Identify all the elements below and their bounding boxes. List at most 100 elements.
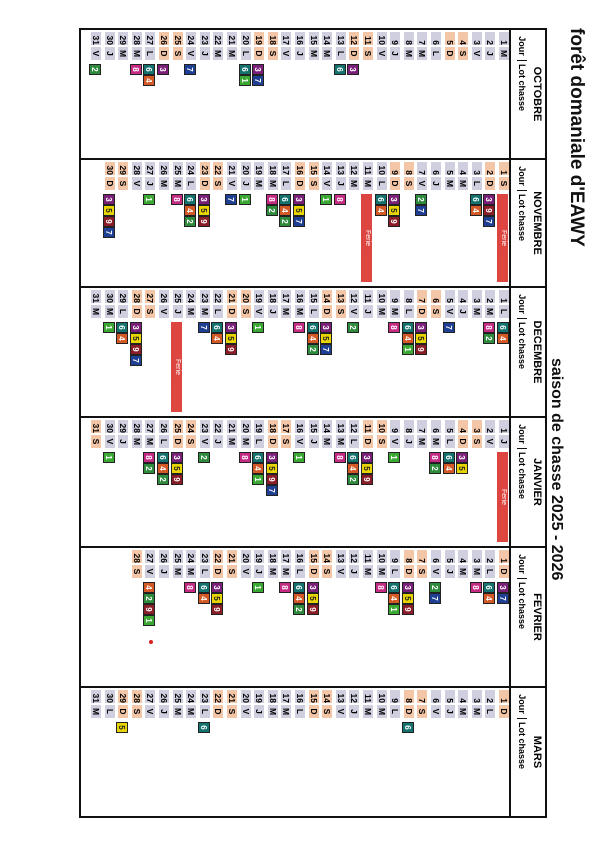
lot-list: 7 <box>197 322 210 333</box>
day-letter: V <box>281 47 292 60</box>
day-letter: J <box>485 47 496 60</box>
day-letter: L <box>159 435 169 448</box>
lot-badge: 1 <box>401 344 414 355</box>
day-letter: S <box>403 177 414 190</box>
day-number: 24 <box>186 690 197 703</box>
column-lot-label: Lot chasse <box>517 582 527 630</box>
day-number: 27 <box>145 550 156 563</box>
day-number: 2 <box>485 32 496 45</box>
day-letter: M <box>458 565 469 578</box>
lot-badge: 8 <box>333 194 346 205</box>
day-number: 18 <box>267 550 278 563</box>
lot-badge: 1 <box>388 604 401 615</box>
lot-badge: 8 <box>238 452 251 463</box>
lot-list: 5 <box>116 722 129 733</box>
day-number: 21 <box>227 420 237 433</box>
lot-badge: 8 <box>293 322 305 333</box>
lot-badge: 9 <box>306 604 319 615</box>
day-letter: M <box>172 565 183 578</box>
day-number: 4 <box>458 162 469 175</box>
day-letter: M <box>186 705 197 718</box>
day-letter: L <box>471 177 482 190</box>
day-letter: L <box>335 47 346 60</box>
day-number: 3 <box>471 290 482 303</box>
lot-badge: 3 <box>197 194 210 205</box>
day-number: 23 <box>199 550 210 563</box>
lot-badge: 4 <box>483 593 496 604</box>
column-lot-label: Lot chasse <box>517 452 527 500</box>
day-letter: S <box>431 305 441 318</box>
lot-badge: 4 <box>252 463 265 474</box>
day-letter: D <box>104 177 115 190</box>
day-number: 24 <box>186 420 197 433</box>
day-letter: M <box>308 47 319 60</box>
day-letter: S <box>145 305 156 318</box>
day-letter: M <box>376 305 387 318</box>
day-letter: D <box>403 705 414 718</box>
day-letter: M <box>376 565 387 578</box>
day-letter: J <box>199 47 210 60</box>
day-letter: M <box>431 435 441 448</box>
day-letter: D <box>159 47 169 60</box>
day-number: 5 <box>444 162 455 175</box>
lot-badge: 1 <box>102 452 115 463</box>
day-letter: D <box>227 305 237 318</box>
day-number: 3 <box>471 162 482 175</box>
day-letter: M <box>145 435 156 448</box>
day-letter: V <box>104 435 115 448</box>
day-letter: S <box>131 705 142 718</box>
lot-badge: 2 <box>143 593 156 604</box>
lot-badge: 8 <box>469 582 482 593</box>
lot-badge: 3 <box>157 64 169 75</box>
day-letter: S <box>499 177 509 190</box>
lot-badge: 4 <box>442 463 455 474</box>
lot-badge: 4 <box>306 333 319 344</box>
lot-list: 8 <box>279 582 292 593</box>
lot-badge: 9 <box>415 344 428 355</box>
lot-badge: 8 <box>483 322 496 333</box>
day-letter: D <box>499 705 509 718</box>
day-number: 31 <box>91 290 101 303</box>
day-letter: V <box>295 435 305 448</box>
lot-badge: 5 <box>456 463 469 474</box>
day-number: 26 <box>159 690 169 703</box>
day-letter: S <box>227 565 237 578</box>
day-letter: M <box>227 435 237 448</box>
day-number: 8 <box>403 420 414 433</box>
day-letter: M <box>281 565 292 578</box>
day-letter: L <box>104 705 115 718</box>
day-number: 13 <box>335 690 346 703</box>
day-letter: D <box>499 565 509 578</box>
day-number: 18 <box>267 162 278 175</box>
day-number: 18 <box>267 290 278 303</box>
lot-badge: 6 <box>252 452 265 463</box>
